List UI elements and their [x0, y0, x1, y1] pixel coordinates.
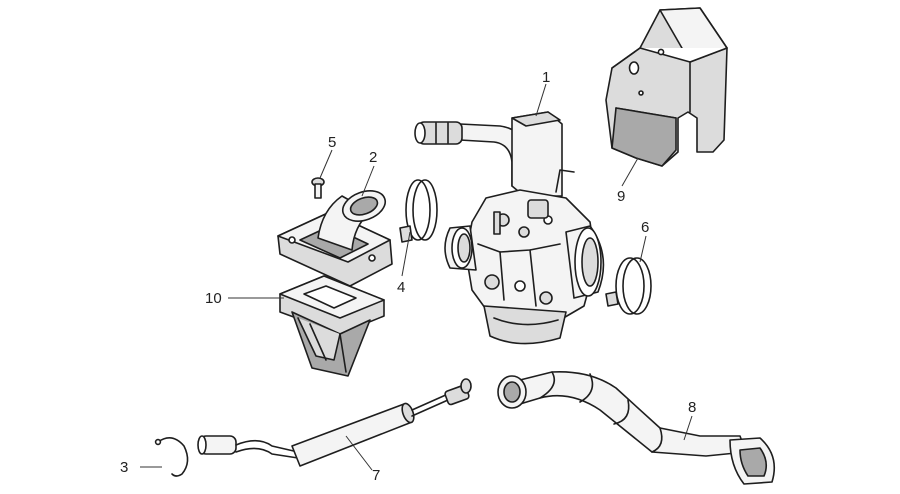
screw	[311, 177, 325, 199]
callout-10: 10	[205, 290, 222, 307]
hose-clamp-left	[399, 179, 438, 243]
callout-1: 1	[542, 69, 550, 86]
circlip	[154, 437, 189, 477]
reed-valve	[279, 275, 385, 377]
callout-3: 3	[120, 459, 128, 476]
carburettor-cover	[605, 7, 728, 167]
hose-clamp-right	[605, 257, 652, 315]
callout-4: 4	[397, 279, 405, 296]
leader-lines	[140, 83, 693, 471]
callout-9: 9	[617, 188, 625, 205]
callout-2: 2	[369, 149, 377, 166]
throttle-cable	[197, 378, 472, 467]
callout-labels: 1 2 3 4 5 6 7 8 9 10	[120, 69, 696, 484]
carburettor	[414, 111, 605, 345]
callout-7: 7	[372, 467, 380, 484]
intake-manifold	[277, 190, 393, 287]
callout-8: 8	[688, 399, 696, 416]
callout-6: 6	[641, 219, 649, 236]
callout-5: 5	[328, 134, 336, 151]
air-intake-hose	[497, 371, 776, 485]
